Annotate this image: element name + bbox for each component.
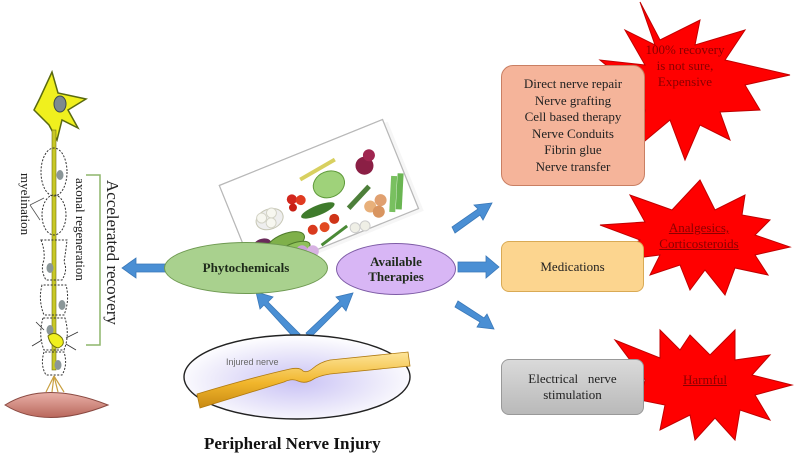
- nerve-fiber: [196, 351, 411, 409]
- drawback-line: Harmful: [682, 372, 728, 387]
- stimulation-line2: stimulation: [543, 387, 602, 402]
- arrow-injury-to-therapies: [305, 292, 354, 339]
- arrow-to-repair-box: [451, 202, 493, 234]
- drawback-stimulation: Harmful: [660, 372, 750, 388]
- recovery-bracket: [86, 174, 101, 346]
- therapy-item: Nerve transfer: [535, 158, 611, 174]
- vegetables-image: [218, 118, 424, 277]
- drawback-line: is not sure,: [656, 58, 714, 73]
- accelerated-recovery-label: Accelerated recovery: [103, 180, 122, 325]
- therapy-item: Nerve grafting: [534, 92, 612, 108]
- stimulation-line1: Electrical nerve: [528, 371, 617, 386]
- therapies-label-line2: Therapies: [368, 269, 424, 284]
- therapy-item: Fibrin glue: [544, 142, 602, 157]
- electrical-stimulation-box: Electrical nerve stimulation: [501, 359, 644, 415]
- injured-nerve-image: [183, 334, 411, 420]
- drawback-line: Analgesics,: [668, 220, 730, 235]
- drawback-line: Corticosteroids: [659, 236, 739, 251]
- therapy-item: Direct nerve repair: [523, 76, 623, 91]
- arrow-to-recovery: [121, 257, 167, 279]
- peripheral-nerve-injury-title: Peripheral Nerve Injury: [204, 434, 381, 453]
- starburst-2: [599, 179, 792, 297]
- injured-nerve-label: Injured nerve: [226, 357, 279, 367]
- drawback-line: Expensive: [657, 74, 713, 89]
- therapy-item: Cell based therapy: [524, 109, 622, 124]
- medications-box: Medications: [501, 241, 644, 292]
- axonal-regeneration-label: axonal regeneration: [73, 178, 88, 281]
- surgical-therapies-box: Direct nerve repair Nerve grafting Cell …: [501, 65, 645, 186]
- drawback-medications: Analgesics, Corticosteroids: [644, 220, 754, 252]
- myelination-label: myelination: [18, 173, 33, 236]
- phytochemicals-node: Phytochemicals: [164, 242, 328, 294]
- drawback-surgical: 100% recovery is not sure, Expensive: [630, 42, 740, 90]
- therapies-label-line1: Available: [370, 254, 422, 269]
- available-therapies-node: Available Therapies: [336, 243, 456, 295]
- arrow-to-stimulation: [454, 300, 495, 330]
- muscle: [4, 392, 110, 418]
- starburst-1: [588, 1, 791, 162]
- medications-label: Medications: [540, 258, 605, 274]
- arrow-injury-to-phytochemicals: [255, 291, 301, 340]
- therapy-item: Nerve Conduits: [532, 125, 614, 141]
- neuron-illustration: [4, 69, 110, 418]
- drawback-line: 100% recovery: [645, 42, 725, 57]
- arrow-to-medications: [457, 255, 500, 279]
- phytochemicals-label: Phytochemicals: [202, 260, 290, 275]
- starburst-3: [613, 328, 794, 442]
